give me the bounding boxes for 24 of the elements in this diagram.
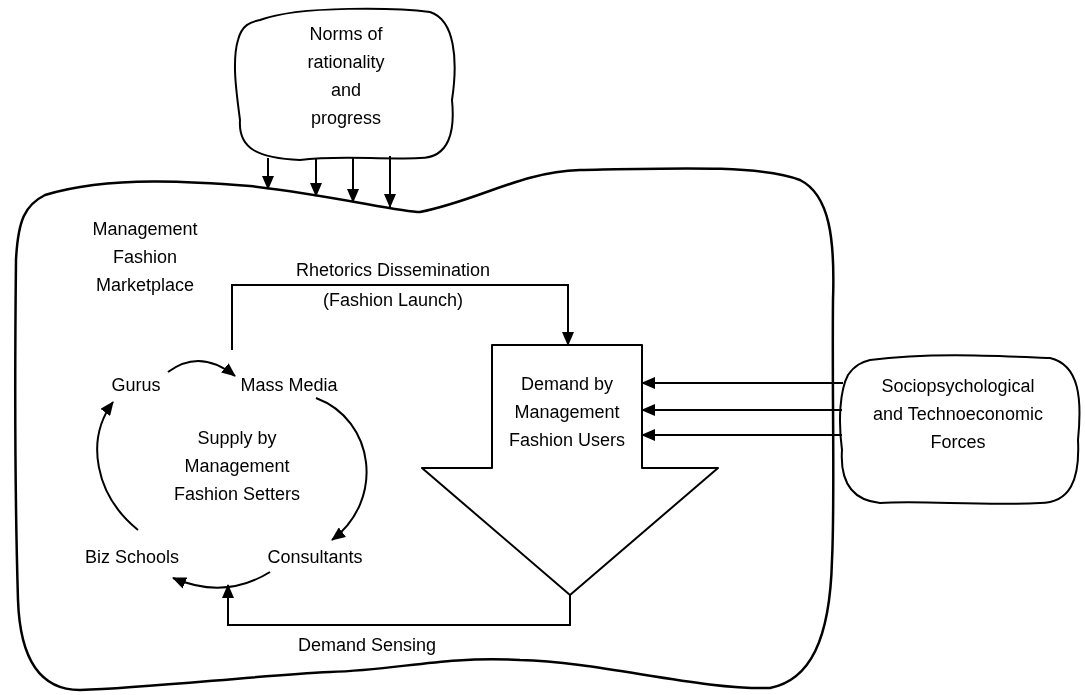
arrow: [347, 157, 359, 203]
stage-label: Mass Media: [233, 373, 345, 397]
group-label: Supply by Management Fashion Setters: [172, 427, 302, 506]
arrow: [167, 360, 236, 377]
stage-label: Biz Schools: [76, 545, 188, 569]
arrow: [315, 397, 368, 541]
arrow: [641, 404, 843, 416]
stage-label: Consultants: [255, 545, 375, 569]
arrow: [641, 429, 843, 441]
arrow: [310, 157, 322, 197]
arrow: [641, 377, 844, 389]
node-label: Norms of rationality and progress: [306, 23, 386, 130]
edge-label: Rhetorics Dissemination (Fashion Launch): [294, 259, 492, 312]
node-label: Sociopsychological and Technoeconomic Forces: [872, 375, 1044, 454]
arrow: [262, 157, 274, 190]
node-label: Demand by Management Fashion Users: [507, 373, 626, 452]
arrow: [222, 584, 571, 626]
arrow: [231, 284, 574, 351]
edge-label: Demand Sensing: [296, 634, 438, 657]
arrow: [384, 155, 396, 208]
arrow: [96, 401, 139, 531]
arrow: [172, 571, 271, 589]
node-label: Management Fashion Marketplace: [91, 218, 199, 297]
stage-label: Gurus: [103, 373, 169, 397]
